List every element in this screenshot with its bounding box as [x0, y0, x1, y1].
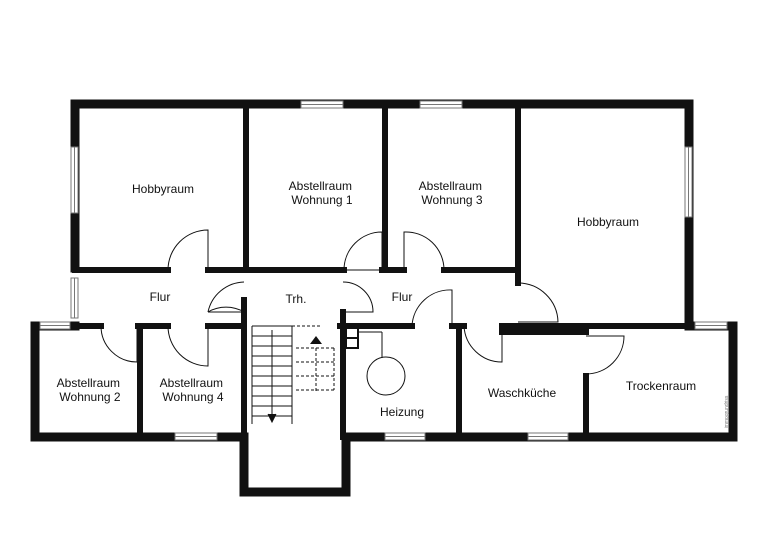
- label-trockenraum: Trockenraum: [626, 379, 696, 393]
- label-hobbyraum-right: Hobbyraum: [577, 215, 639, 229]
- door-abst2-arc: [100, 325, 138, 363]
- label-abstellraum-4: Abstellraum Wohnung 4: [160, 376, 227, 404]
- label-flur-right: Flur: [392, 290, 413, 304]
- label-hobbyraum-left: Hobbyraum: [132, 182, 194, 196]
- label-abstellraum-4-line2: Wohnung 4: [162, 390, 223, 404]
- label-abstellraum-4-line1: Abstellraum: [160, 376, 223, 390]
- label-abstellraum-1-line2: Wohnung 1: [291, 193, 352, 207]
- label-flur-left: Flur: [150, 290, 171, 304]
- label-abstellraum-3-line2: Wohnung 3: [421, 193, 482, 207]
- label-abstellraum-3: Abstellraum Wohnung 3: [419, 179, 486, 207]
- label-abstellraum-2-line2: Wohnung 2: [59, 390, 120, 404]
- staircase: [251, 325, 335, 424]
- door-hobby-left: [167, 229, 209, 271]
- boiler-circle: [366, 356, 406, 396]
- door-flur-stair-arc: [207, 281, 245, 313]
- door-abst1-arc: [343, 231, 383, 271]
- room-labels: Hobbyraum Abstellraum Wohnung 1 Abstellr…: [57, 179, 696, 419]
- door-trocken-arc: [585, 335, 625, 375]
- label-abstellraum-2: Abstellraum Wohnung 2: [57, 376, 124, 404]
- heating-equipment: [345, 327, 406, 396]
- label-abstellraum-1: Abstellraum Wohnung 1: [289, 179, 356, 207]
- door-flur-stair: [207, 306, 246, 313]
- door-heizung-arc: [411, 289, 453, 327]
- door-abst3-arc: [403, 231, 445, 271]
- label-abstellraum-1-line1: Abstellraum: [289, 179, 352, 193]
- door-abst4-arc: [167, 325, 209, 367]
- watermark-text: immogrundriss: [724, 395, 730, 428]
- label-abstellraum-2-line1: Abstellraum: [57, 376, 120, 390]
- label-treppenhaus: Trh.: [286, 292, 307, 306]
- label-heizung: Heizung: [380, 405, 424, 419]
- windows: [39, 100, 728, 441]
- doors: [100, 229, 625, 375]
- label-abstellraum-3-line1: Abstellraum: [419, 179, 482, 193]
- door-wasch-arc: [463, 325, 503, 363]
- door-hobby-right-arc: [517, 282, 559, 323]
- door-stair-east-arc: [342, 281, 374, 313]
- label-waschkueche: Waschküche: [488, 386, 557, 400]
